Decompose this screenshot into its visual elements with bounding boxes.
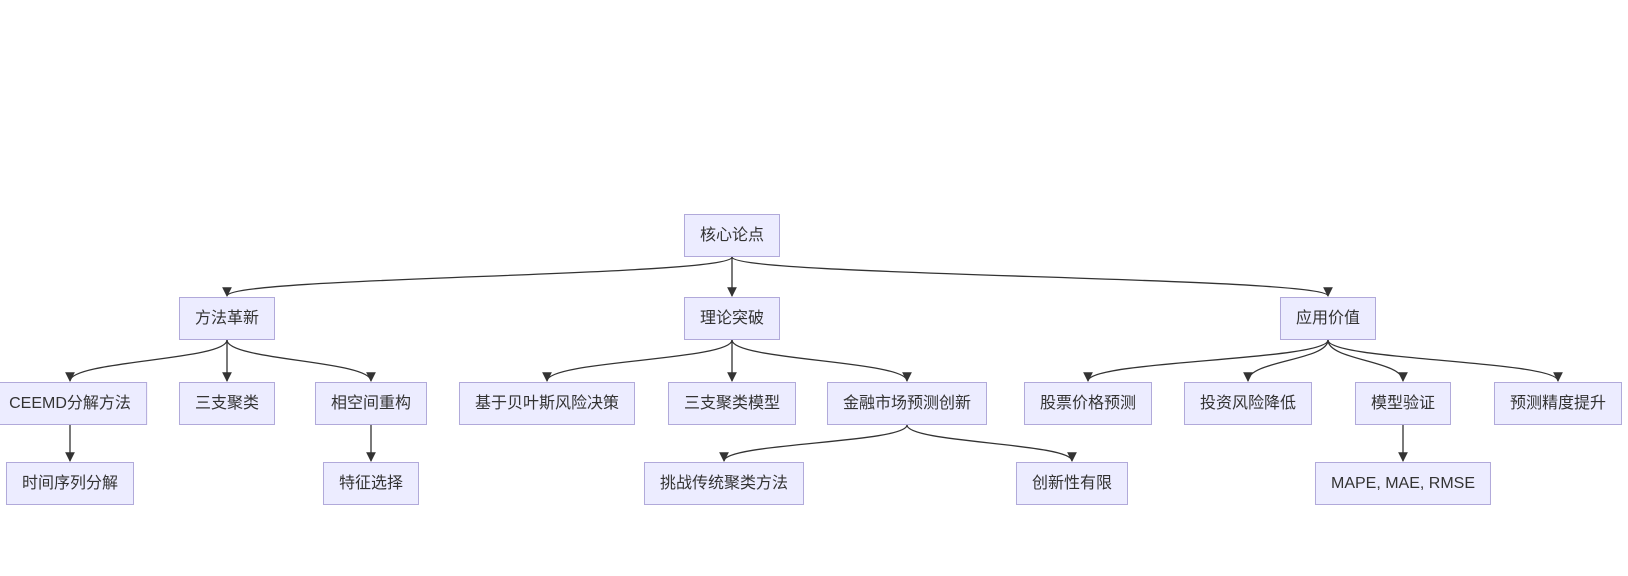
node-theory-breakthrough: 理论突破 xyxy=(683,297,781,340)
node-prediction-accuracy-improvement: 预测精度提升 xyxy=(1493,382,1623,425)
edge-application-to-risk-reduction xyxy=(1243,339,1329,382)
edge-core-to-method xyxy=(222,256,733,297)
node-investment-risk-reduction: 投资风险降低 xyxy=(1183,382,1313,425)
node-challenge-traditional-clustering: 挑战传统聚类方法 xyxy=(643,462,805,505)
edge-theory-to-finance-innovation xyxy=(731,339,912,382)
node-phase-space-reconstruction: 相空间重构 xyxy=(314,382,428,425)
node-time-series-decomposition: 时间序列分解 xyxy=(5,462,135,505)
node-three-way-clustering-model: 三支聚类模型 xyxy=(667,382,797,425)
node-core-argument: 核心论点 xyxy=(683,214,781,257)
edge-theory-to-bayes xyxy=(542,339,733,382)
node-model-validation: 模型验证 xyxy=(1354,382,1452,425)
edge-application-to-stock-forecast xyxy=(1083,339,1329,382)
node-error-metrics: MAPE, MAE, RMSE xyxy=(1314,462,1492,505)
edge-core-to-application xyxy=(731,256,1333,297)
node-feature-selection: 特征选择 xyxy=(322,462,420,505)
node-bayesian-risk-decision: 基于贝叶斯风险决策 xyxy=(458,382,636,425)
edge-finance-innovation-to-challenge-clustering xyxy=(719,424,908,462)
edge-application-to-model-validation xyxy=(1327,339,1408,382)
node-ceemd-decomposition: CEEMD分解方法 xyxy=(0,382,147,425)
edge-application-to-accuracy xyxy=(1327,339,1563,382)
node-method-innovation: 方法革新 xyxy=(178,297,276,340)
node-stock-price-prediction: 股票价格预测 xyxy=(1023,382,1153,425)
node-three-way-clustering: 三支聚类 xyxy=(178,382,276,425)
node-financial-forecast-innovation: 金融市场预测创新 xyxy=(826,382,988,425)
edge-method-to-ceemd xyxy=(65,339,228,382)
node-application-value: 应用价值 xyxy=(1279,297,1377,340)
edge-method-to-phase-space xyxy=(226,339,376,382)
edge-finance-innovation-to-limited-novelty xyxy=(906,424,1077,462)
node-limited-novelty: 创新性有限 xyxy=(1015,462,1129,505)
